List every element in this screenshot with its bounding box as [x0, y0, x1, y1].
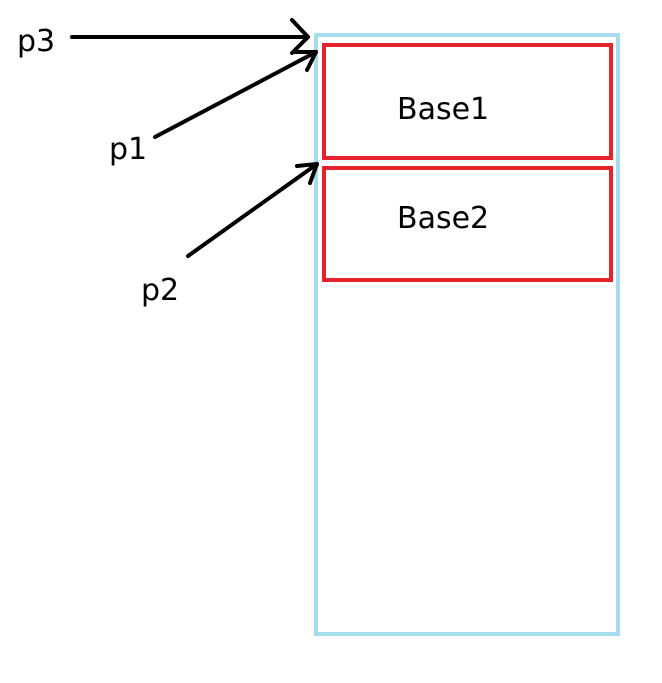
base1-label: Base1 — [397, 92, 489, 127]
arrow-p1 — [153, 50, 318, 139]
base2-label: Base2 — [397, 201, 489, 236]
arrow-p2 — [186, 162, 319, 258]
base2-box — [322, 166, 613, 282]
outer-object-box — [314, 33, 620, 636]
base1-box — [322, 43, 613, 160]
pointer-label-p3: p3 — [17, 24, 55, 59]
pointer-label-p2: p2 — [141, 273, 179, 308]
arrow-p3 — [70, 18, 310, 55]
pointer-label-p1: p1 — [109, 132, 147, 167]
